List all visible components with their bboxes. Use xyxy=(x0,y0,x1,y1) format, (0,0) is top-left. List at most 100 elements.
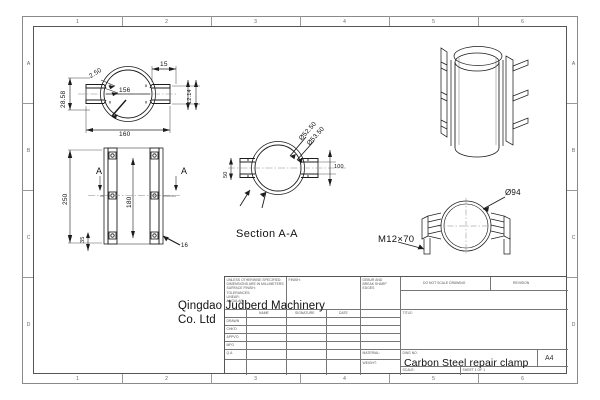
zone-bottom-1: 1 xyxy=(76,376,79,382)
tb-title-tag: TITLE: xyxy=(402,311,413,315)
tb-noscale-tag: DO NOT SCALE DRAWING xyxy=(423,281,466,285)
zone-left-d: D xyxy=(26,322,31,328)
tb-qa-name xyxy=(247,350,287,360)
zone-top-3: 3 xyxy=(254,19,257,25)
tb-title-cell: TITLE: xyxy=(401,310,568,350)
tb-row-qa: Q.A xyxy=(225,350,247,360)
tb-deburr-tag: DEBUR AND BREAK SHARP EDGES xyxy=(362,278,387,291)
dim-right-width: 100 xyxy=(334,164,344,170)
bolt-callout-label: M12×70 xyxy=(378,234,415,245)
section-mark-a-left: A xyxy=(96,166,103,176)
tb-material-cell: MATERIAL: xyxy=(361,350,401,360)
zone-bottom-2: 2 xyxy=(165,376,168,382)
tb-finish-tag: FINISH: xyxy=(288,278,301,282)
tb-tolerance-note: UNLESS OTHERWISE SPECIFIED: DIMENSIONS A… xyxy=(226,278,284,304)
tb-col-date-tag: DATE xyxy=(339,311,348,315)
tb-weight-cell: WEIGHT: xyxy=(361,360,401,375)
tb-row-chkd: CHK'D xyxy=(225,326,247,334)
tb-row-chkd-tag: CHK'D xyxy=(226,327,237,331)
dim-overall-250: 250 xyxy=(62,193,69,205)
tb-col-signature: SIGNATURE xyxy=(287,310,327,318)
tb-qa-sig xyxy=(287,350,327,360)
dim-dia-94: Ø94 xyxy=(505,188,521,197)
tb-bl-3 xyxy=(287,360,327,375)
paper-size-label: A4 xyxy=(545,355,554,362)
tb-row-drawn: DRAWN xyxy=(225,318,247,326)
tb-scale-cell: SCALE: xyxy=(401,367,461,375)
dim-bore-156: 156 xyxy=(119,87,131,94)
tb-bl-1 xyxy=(225,360,247,375)
tb-row-drawn-tag: DRAWN xyxy=(226,319,240,323)
zone-right-c: C xyxy=(571,235,576,241)
tb-mfg-date xyxy=(327,342,361,350)
tb-appvd-name xyxy=(247,334,287,342)
tb-row-appvd-tag: APPV'D xyxy=(226,335,239,339)
tb-finish-cell: FINISH: xyxy=(287,277,361,310)
tb-chkd-sig xyxy=(287,326,327,334)
tb-col-date: DATE xyxy=(327,310,361,318)
tb-papersize-cell xyxy=(538,350,568,367)
tb-revision-cell: REVISION xyxy=(491,277,568,291)
section-aa-label: Section A-A xyxy=(236,228,298,240)
zone-bottom-4: 4 xyxy=(343,376,346,382)
tb-appvd-sig xyxy=(287,334,327,342)
tb-mfg-pad xyxy=(361,342,401,350)
dim-thk-right: 12.14 xyxy=(187,89,193,104)
tb-col-signature-tag: SIGNATURE xyxy=(295,311,315,315)
zone-left-a: A xyxy=(26,61,31,67)
tb-sig-pad1 xyxy=(361,310,401,318)
dim-left-50: 50 xyxy=(223,171,229,178)
tb-qa-date xyxy=(327,350,361,360)
zone-left-b: B xyxy=(26,148,31,154)
tb-col-name-tag: NAME xyxy=(259,311,269,315)
tb-row-mfg: MFG xyxy=(225,342,247,350)
dim-height-2858: 28.58 xyxy=(60,90,67,108)
tb-material-tag: MATERIAL: xyxy=(362,351,381,355)
zone-right-d: D xyxy=(571,322,576,328)
zone-bottom-6: 6 xyxy=(521,376,524,382)
dim-edge-35: 35 xyxy=(80,236,86,243)
company-name: Qingdao Judberd Machinery Co. Ltd xyxy=(178,300,325,326)
tb-mfg-sig xyxy=(287,342,327,350)
tb-weight-tag: WEIGHT: xyxy=(362,361,377,365)
tb-tolerance-cell: UNLESS OTHERWISE SPECIFIED: DIMENSIONS A… xyxy=(225,277,287,310)
zone-top-2: 2 xyxy=(165,19,168,25)
tb-deburr-cell: DEBUR AND BREAK SHARP EDGES xyxy=(361,277,401,310)
zone-bottom-3: 3 xyxy=(254,376,257,382)
tb-chkd-pad xyxy=(361,326,401,334)
tb-bl-4 xyxy=(327,360,361,375)
tb-sheet-cell: SHEET 1 OF 1 xyxy=(461,367,568,375)
tb-drawn-sig xyxy=(287,318,327,326)
tb-dwgno-tag: DWG NO. xyxy=(402,351,418,355)
zone-top-6: 6 xyxy=(521,19,524,25)
product-name: Carbon Steel repair clamp xyxy=(404,357,529,369)
zone-right-b: B xyxy=(571,148,576,154)
tb-drawn-pad xyxy=(361,318,401,326)
section-mark-a-right: A xyxy=(181,166,188,176)
dim-width-160: 160 xyxy=(119,131,131,138)
tb-sig-corner xyxy=(225,310,247,318)
dim-chamfer-16: 16 xyxy=(181,243,189,249)
tb-col-name: NAME xyxy=(247,310,287,318)
tb-noscale-cell: DO NOT SCALE DRAWING xyxy=(401,277,491,291)
tb-bl-2 xyxy=(247,360,287,375)
zone-left-c: C xyxy=(26,235,31,241)
zone-top-1: 1 xyxy=(76,19,79,25)
title-block: UNLESS OTHERWISE SPECIFIED: DIMENSIONS A… xyxy=(224,276,568,375)
tb-scale-tag: SCALE: xyxy=(402,368,415,372)
tb-appvd-date xyxy=(327,334,361,342)
tb-appvd-pad xyxy=(361,334,401,342)
dim-pitch-180: 180 xyxy=(126,196,133,208)
tb-drawn-name xyxy=(247,318,287,326)
tb-dwgno-cell: DWG NO. xyxy=(401,350,538,367)
tb-row-appvd: APPV'D xyxy=(225,334,247,342)
tb-revision-blank xyxy=(401,291,568,310)
tb-chkd-name xyxy=(247,326,287,334)
tb-sheet-tag: SHEET 1 OF 1 xyxy=(462,368,486,372)
tb-row-mfg-tag: MFG xyxy=(226,343,235,347)
tb-row-qa-tag: Q.A xyxy=(226,351,233,355)
zone-right-a: A xyxy=(571,61,576,67)
zone-bottom-5: 5 xyxy=(432,376,435,382)
tb-revision-tag: REVISION xyxy=(513,281,530,285)
dim-lug-15: 15 xyxy=(160,61,168,68)
